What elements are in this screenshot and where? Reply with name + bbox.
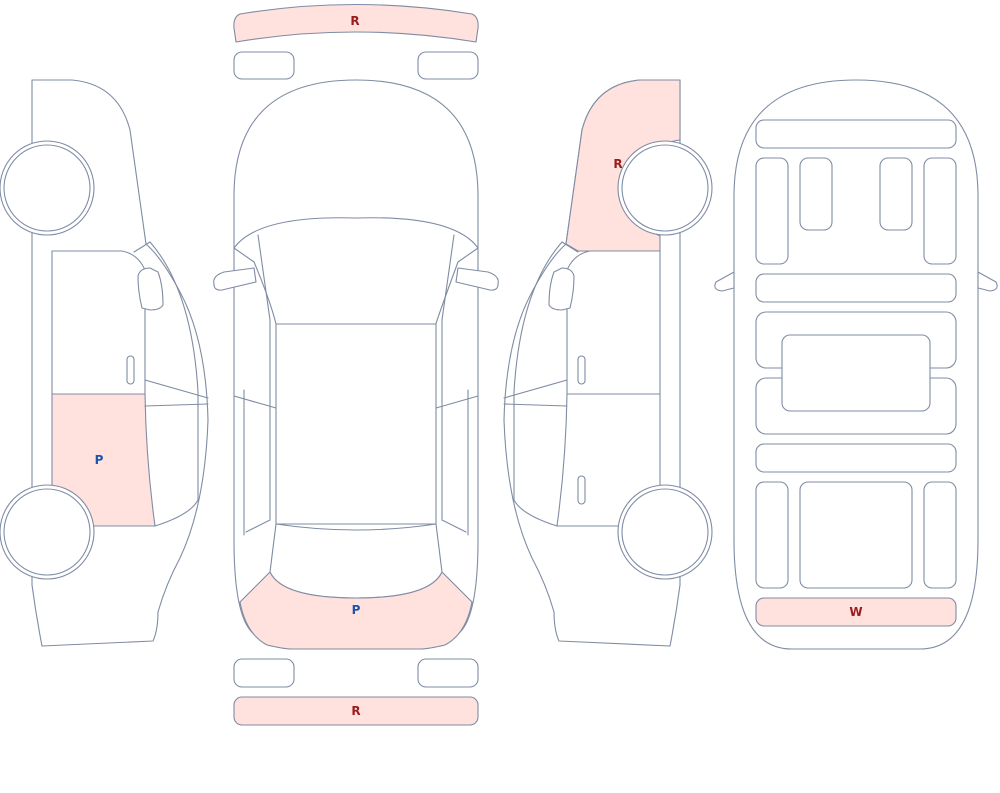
underbody-rear-panel-mark: W xyxy=(849,605,862,619)
right-rear-lamp[interactable] xyxy=(417,658,479,688)
underbody-center-panel[interactable] xyxy=(781,334,931,412)
underbody-right-rail[interactable] xyxy=(923,157,957,265)
right-side-view: R xyxy=(503,79,713,647)
underbody-left-flap[interactable] xyxy=(714,271,735,292)
underbody-rear-right-rail[interactable] xyxy=(923,481,957,589)
right-rear-wheel[interactable] xyxy=(621,488,709,576)
right-rear-door-handle[interactable] xyxy=(577,475,586,505)
underbody-rear-left-rail[interactable] xyxy=(755,481,789,589)
right-front-door[interactable] xyxy=(566,250,661,395)
left-front-wheel[interactable] xyxy=(3,144,91,232)
rear-bumper-top[interactable] xyxy=(239,571,473,650)
underbody-front-bar[interactable] xyxy=(755,119,957,149)
rear-bumper-top-mark: P xyxy=(352,603,361,617)
left-side-view: P xyxy=(0,79,209,647)
top-right-mirror[interactable] xyxy=(455,267,499,291)
left-window-outline xyxy=(149,241,199,527)
left-front-lamp[interactable] xyxy=(233,51,295,80)
front-roof-strip[interactable] xyxy=(233,3,479,43)
underbody-view: W xyxy=(714,79,998,650)
right-belt-line-upper xyxy=(503,379,568,399)
front-roof-strip-mark: R xyxy=(350,14,359,28)
underbody-cross-bar-2[interactable] xyxy=(755,443,957,473)
underbody-cross-bar-1[interactable] xyxy=(755,273,957,303)
top-view: R P R xyxy=(213,3,499,726)
left-door-seam xyxy=(233,389,277,536)
underbody-rear-center-panel[interactable] xyxy=(799,481,913,589)
right-mirror[interactable] xyxy=(548,267,575,311)
underbody-right-flap[interactable] xyxy=(977,271,998,292)
right-front-wheel[interactable] xyxy=(621,144,709,232)
left-roof-rail xyxy=(245,234,271,533)
left-mirror[interactable] xyxy=(137,267,164,311)
rear-strip-mark: R xyxy=(351,704,360,718)
right-a-pillar-line xyxy=(561,241,579,253)
windshield[interactable] xyxy=(233,217,479,325)
right-front-door-handle[interactable] xyxy=(577,355,586,385)
right-roof-rail xyxy=(441,234,467,533)
left-rear-door-mark: P xyxy=(95,453,104,467)
top-left-mirror[interactable] xyxy=(213,267,257,291)
underbody-left-inner-panel[interactable] xyxy=(799,157,833,231)
left-door-handle[interactable] xyxy=(126,355,135,385)
right-front-fender-mark: R xyxy=(613,157,622,171)
underbody-rear-panel[interactable] xyxy=(755,597,957,627)
left-a-pillar-line xyxy=(133,241,151,253)
rear-strip[interactable] xyxy=(233,696,479,726)
underbody-right-inner-panel[interactable] xyxy=(879,157,913,231)
left-rear-lamp[interactable] xyxy=(233,658,295,688)
roof[interactable] xyxy=(275,323,437,525)
right-front-lamp[interactable] xyxy=(417,51,479,80)
underbody-left-rail[interactable] xyxy=(755,157,789,265)
left-belt-line-upper xyxy=(144,379,209,399)
right-door-seam xyxy=(435,389,479,536)
right-window-outline xyxy=(513,241,563,527)
left-front-door[interactable] xyxy=(51,250,146,395)
rear-window[interactable] xyxy=(269,523,443,599)
right-belt-line-lower xyxy=(503,403,568,407)
left-belt-line-lower xyxy=(144,403,209,407)
left-rear-wheel[interactable] xyxy=(3,488,91,576)
